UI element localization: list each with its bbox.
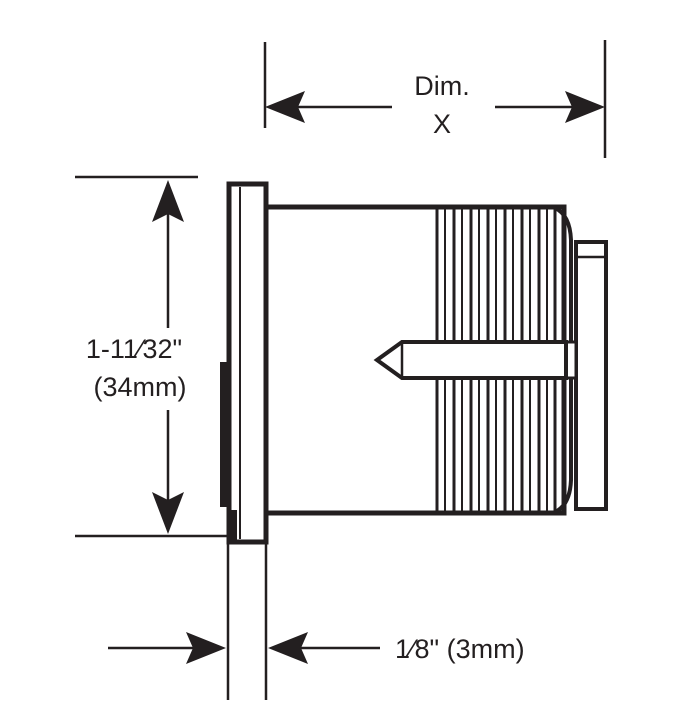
- height-arrowhead-top: [152, 180, 184, 222]
- height-label-line2: (34mm): [94, 372, 187, 402]
- width-dimension: Dim. X: [263, 40, 607, 158]
- flange-dark-edge: [220, 362, 230, 507]
- flange-bottom-step: [231, 510, 237, 542]
- width-arrowhead-right: [565, 91, 605, 123]
- tailpiece-pin: [373, 340, 568, 380]
- width-label-line2: X: [433, 109, 451, 139]
- cylinder-flange: [220, 181, 269, 545]
- flange-face: [226, 181, 269, 545]
- flange-label: 1⁄8" (3mm): [395, 634, 525, 664]
- height-dimension: 1-11⁄32" (34mm): [75, 175, 228, 538]
- flange-dimension: 1⁄8" (3mm): [108, 515, 525, 700]
- cam-plate: [574, 240, 608, 511]
- flange-arrowhead-right: [268, 632, 308, 664]
- cylinder-body: [263, 204, 608, 516]
- height-label-line1: 1-11⁄32": [86, 334, 182, 364]
- width-label-line1: Dim.: [414, 71, 470, 101]
- flange-arrowhead-left: [186, 632, 226, 664]
- height-arrowhead-bottom: [152, 492, 184, 534]
- width-arrowhead-left: [265, 91, 305, 123]
